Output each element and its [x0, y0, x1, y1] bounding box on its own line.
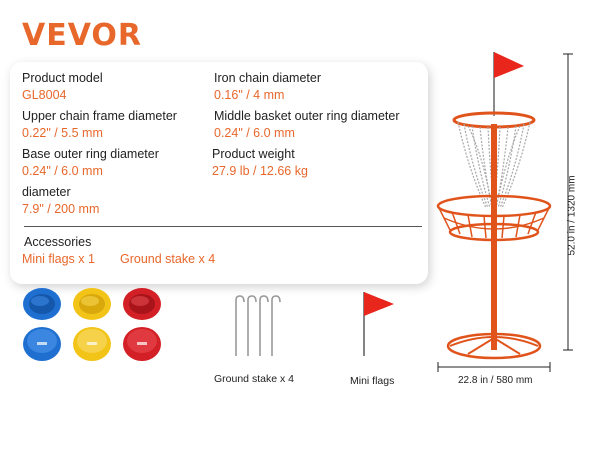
spec-card: Product model GL8004 Upper chain frame d… [10, 62, 428, 284]
disc-set [23, 288, 161, 361]
accessory-mini-flags: Mini flags x 1 [22, 252, 95, 266]
disc-blue-rim [23, 288, 61, 320]
disc-yellow-rim [73, 288, 111, 320]
spec-value: 0.24" / 6.0 mm [22, 164, 103, 178]
spec-product-weight: Product weight 27.9 lb / 12.66 kg [212, 147, 308, 179]
spec-value: 0.24" / 6.0 mm [214, 126, 295, 140]
ground-stake-caption: Ground stake x 4 [214, 373, 294, 385]
width-dimension-line [437, 362, 551, 372]
spec-label: diameter [22, 185, 71, 199]
spec-label: Iron chain diameter [214, 71, 322, 85]
disc-red-rim [123, 288, 161, 320]
spec-value: 7.9" / 200 mm [22, 202, 100, 216]
spec-label: Product weight [212, 147, 295, 161]
spec-iron-chain: Iron chain diameter 0.16" / 4 mm [214, 71, 321, 103]
spec-value: 27.9 lb / 12.66 kg [212, 164, 308, 178]
disc-yellow-top [73, 327, 111, 361]
spec-divider [24, 226, 422, 227]
spec-value: 0.16" / 4 mm [214, 88, 285, 102]
height-dimension-line [563, 53, 573, 351]
mini-flags-caption: Mini flags [350, 375, 395, 387]
spec-product-model: Product model GL8004 [22, 71, 103, 103]
mini-flag-icon [363, 292, 394, 356]
spec-upper-chain-frame: Upper chain frame diameter 0.22" / 5.5 m… [22, 109, 177, 141]
spec-diameter: diameter 7.9" / 200 mm [22, 185, 99, 217]
spec-middle-basket-ring: Middle basket outer ring diameter 0.24" … [214, 109, 400, 141]
disc-golf-basket-illustration [436, 52, 552, 360]
brand-logo: VEVOR [22, 18, 143, 53]
spec-label: Base outer ring diameter [22, 147, 159, 161]
spec-value: 0.22" / 5.5 mm [22, 126, 103, 140]
width-dimension-label: 22.8 in / 580 mm [458, 375, 533, 386]
disc-red-top [123, 327, 161, 361]
spec-label: Middle basket outer ring diameter [214, 109, 400, 123]
spec-base-outer-ring: Base outer ring diameter 0.24" / 6.0 mm [22, 147, 159, 179]
height-dimension-label: 52.0 in / 1320 mm [566, 175, 578, 256]
accessories-title: Accessories [24, 235, 92, 249]
ground-stakes-icon [235, 295, 281, 356]
accessory-ground-stake: Ground stake x 4 [120, 252, 216, 266]
spec-label: Upper chain frame diameter [22, 109, 177, 123]
spec-value: GL8004 [22, 88, 67, 102]
spec-label: Product model [22, 71, 103, 85]
disc-blue-top [23, 327, 61, 361]
